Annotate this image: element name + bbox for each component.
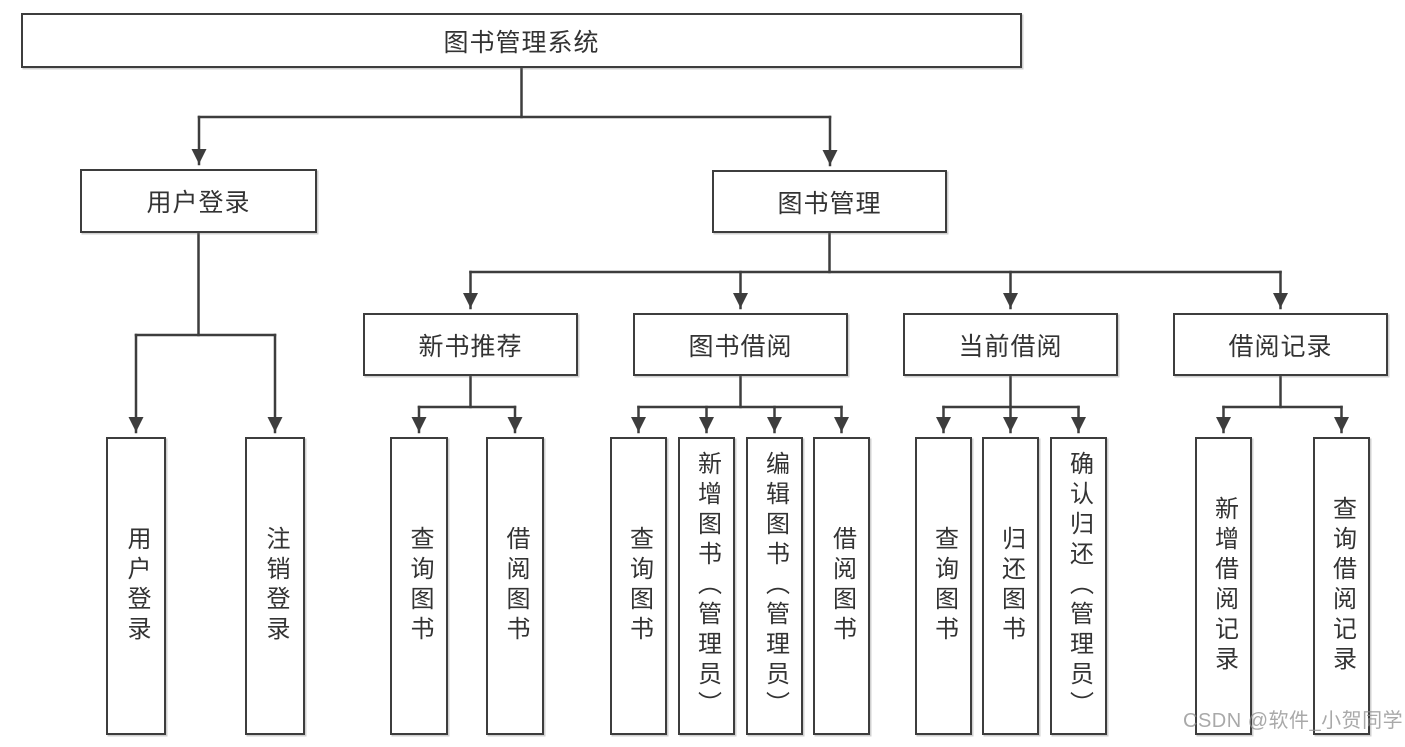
leaf-add-borrow-record-label: 新增借阅记录	[1210, 496, 1238, 676]
node-user-login: 用户登录	[80, 169, 317, 233]
leaf-return-book: 归还图书	[982, 437, 1039, 735]
node-library-management-system: 图书管理系统	[21, 13, 1022, 68]
watermark: CSDN @软件_小贺同学	[1183, 710, 1404, 732]
leaf-query-books-2: 查询图书	[610, 437, 667, 735]
leaf-user-login-label: 用户登录	[123, 526, 150, 646]
leaf-query-books-3-label: 查询图书	[930, 526, 958, 646]
leaf-query-borrow-record-label: 查询借阅记录	[1328, 496, 1356, 676]
leaf-borrow-books-1-label: 借阅图书	[502, 526, 529, 646]
leaf-user-login: 用户登录	[106, 437, 166, 735]
node-book-management: 图书管理	[712, 170, 947, 233]
leaf-logout: 注销登录	[245, 437, 305, 735]
leaf-query-books-1-label: 查询图书	[406, 526, 433, 646]
leaf-confirm-return-admin: 确认归还（管理员）	[1050, 437, 1107, 735]
leaf-add-book-admin-label: 新增图书（管理员）	[693, 451, 721, 721]
leaf-logout-label: 注销登录	[262, 526, 289, 646]
node-borrowing-records: 借阅记录	[1173, 313, 1388, 376]
leaf-query-books-1: 查询图书	[390, 437, 448, 735]
leaf-add-borrow-record: 新增借阅记录	[1195, 437, 1252, 735]
leaf-query-books-3: 查询图书	[915, 437, 972, 735]
leaf-borrow-books-2-label: 借阅图书	[828, 526, 856, 646]
leaf-add-book-admin: 新增图书（管理员）	[678, 437, 735, 735]
leaf-edit-book-admin: 编辑图书（管理员）	[746, 437, 803, 735]
leaf-return-book-label: 归还图书	[997, 526, 1025, 646]
leaf-query-books-2-label: 查询图书	[625, 526, 653, 646]
node-book-borrowing: 图书借阅	[633, 313, 848, 376]
node-new-book-recommend: 新书推荐	[363, 313, 578, 376]
leaf-borrow-books-1: 借阅图书	[486, 437, 544, 735]
leaf-confirm-return-admin-label: 确认归还（管理员）	[1065, 451, 1093, 721]
leaf-query-borrow-record: 查询借阅记录	[1313, 437, 1370, 735]
node-current-borrowing: 当前借阅	[903, 313, 1118, 376]
leaf-edit-book-admin-label: 编辑图书（管理员）	[761, 451, 789, 721]
leaf-borrow-books-2: 借阅图书	[813, 437, 870, 735]
